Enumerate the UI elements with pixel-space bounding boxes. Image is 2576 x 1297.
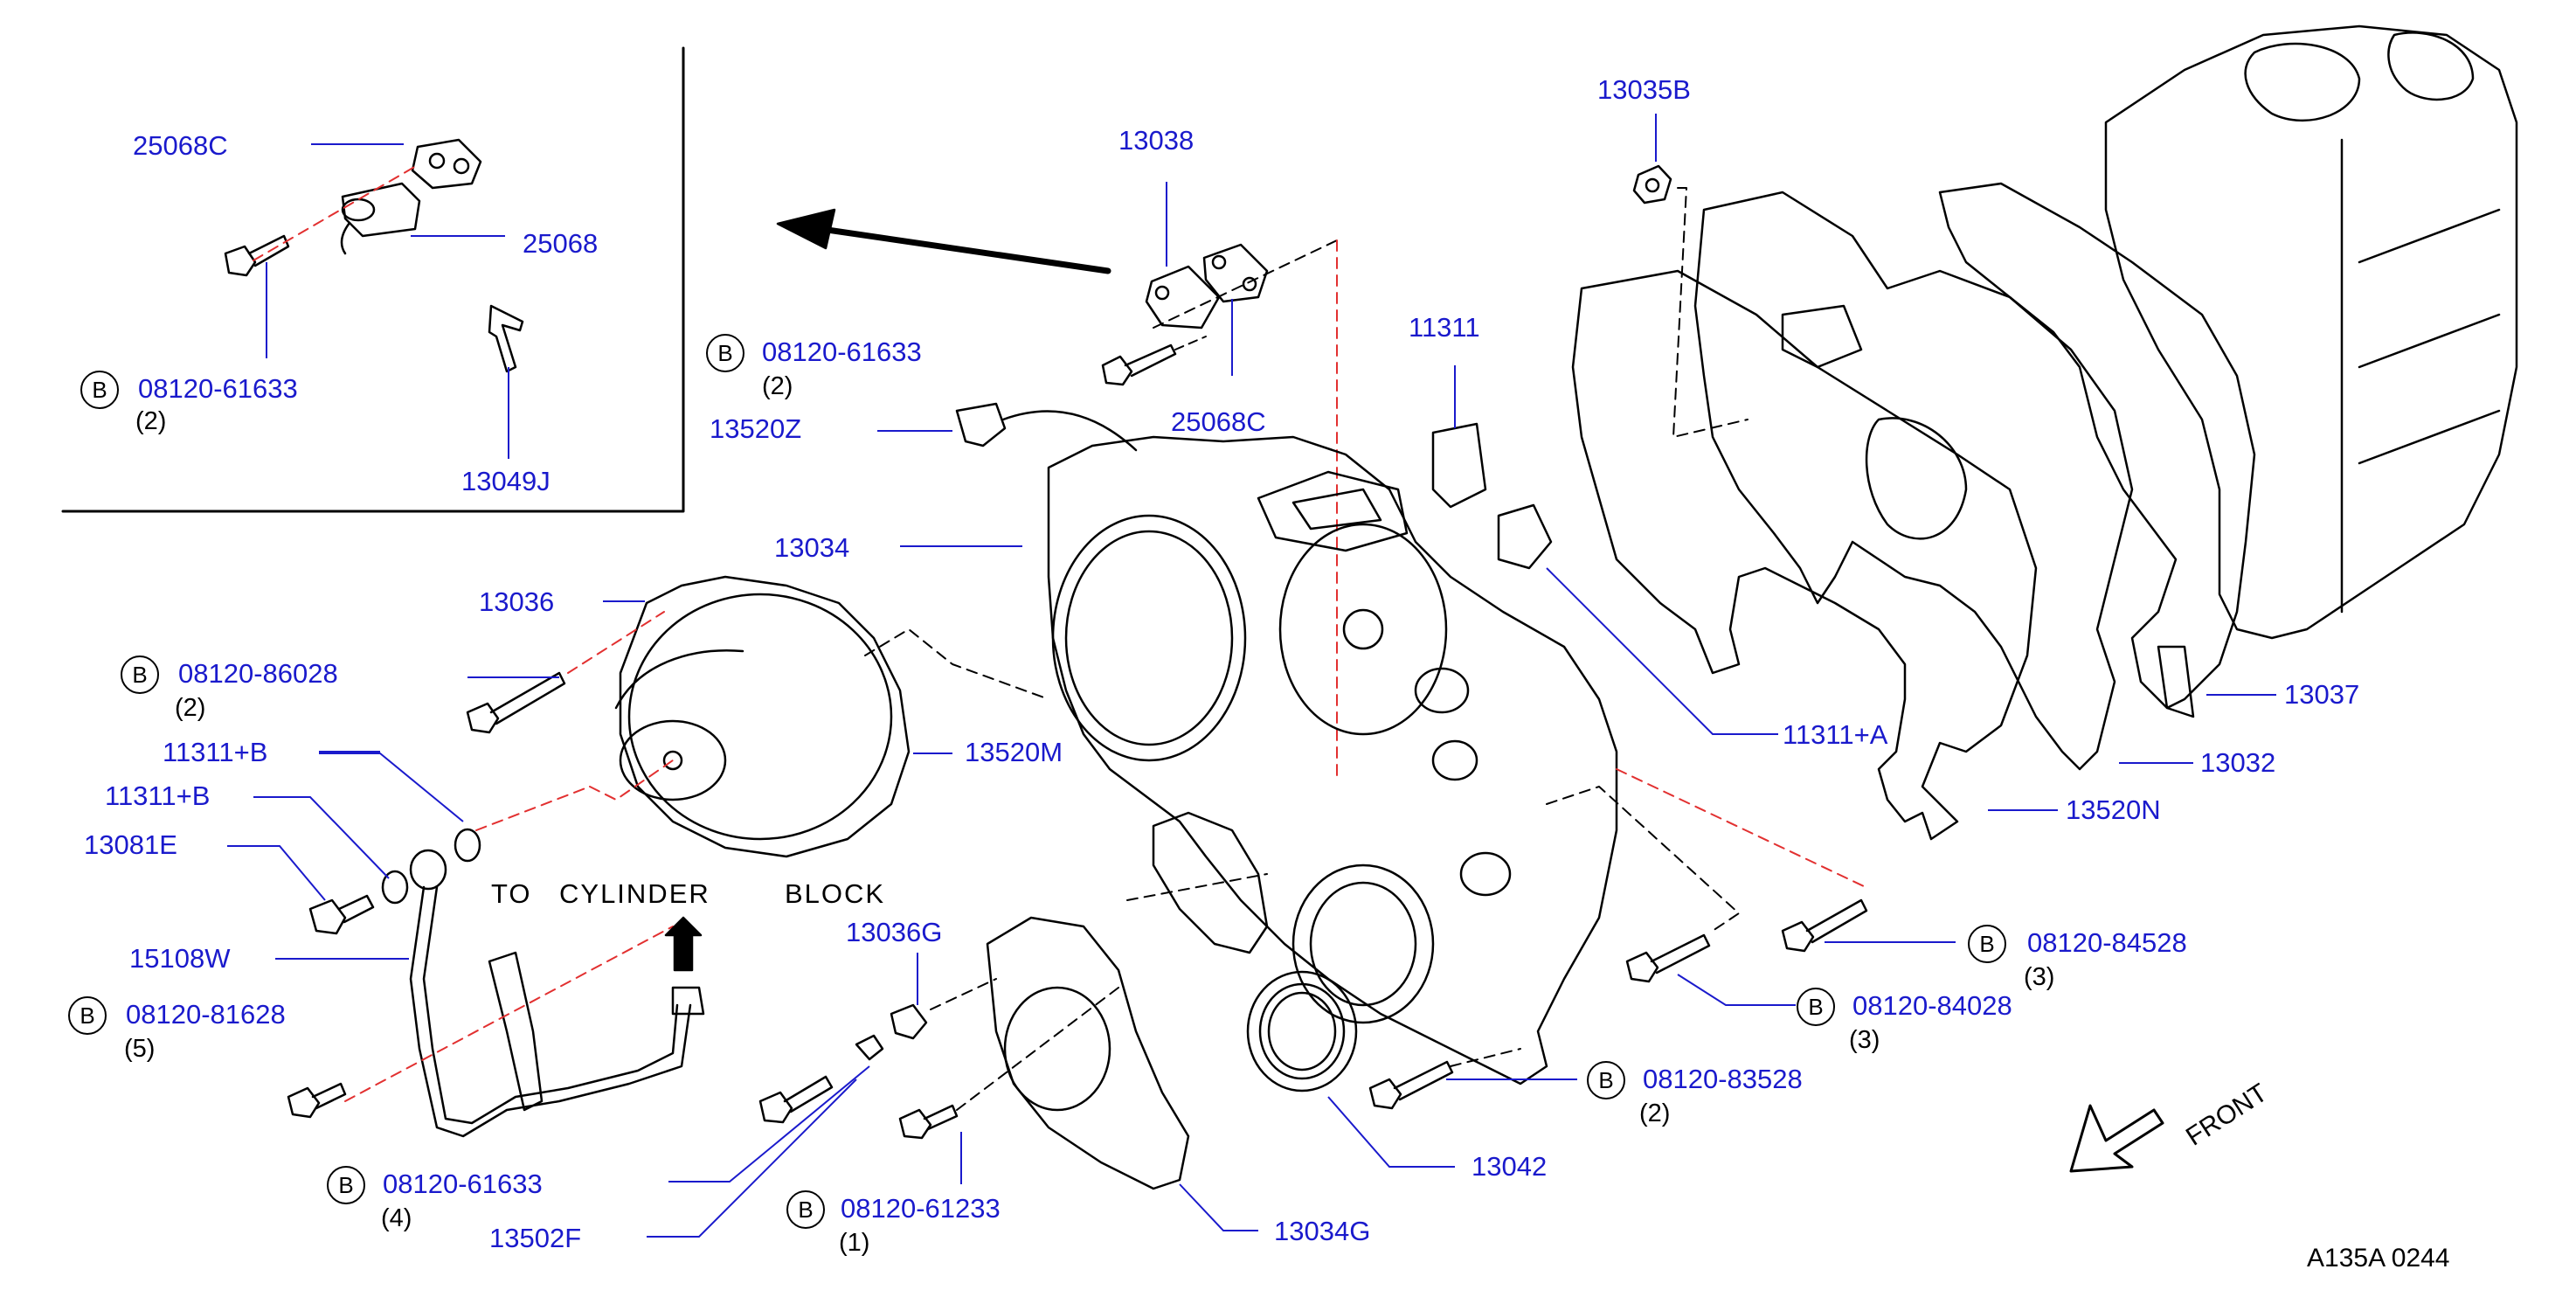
up-arrow-icon [664,916,703,972]
part-label-25068c-inset: 25068C [133,130,228,161]
qty-label: (5) [124,1035,156,1063]
bolt-marker: B [68,996,107,1035]
part-label-11311b-2: 11311+B [105,780,211,811]
qty-label: (1) [839,1229,870,1257]
bolt-marker: B [1797,988,1835,1026]
part-label-13036: 13036 [479,586,555,617]
part-label-11311b: 11311+B [163,737,268,767]
oil-pipe-15108w [409,849,705,1138]
bolt-icon [308,894,375,935]
part-label-08120-83528: 08120-83528 [1643,1064,1803,1094]
part-label-25068: 25068 [523,228,599,259]
leader-lines [227,114,2276,1238]
inset-sensor-25068 [340,182,421,255]
part-label-25068c: 25068C [1171,406,1266,437]
part-label-08120-84528: 08120-84528 [2027,927,2187,958]
qty-label: (2) [135,407,167,435]
water-pump-13520m [614,575,911,858]
gasket-13520n [1571,269,2038,841]
part-label-08120-61633-bottom: 08120-61633 [383,1169,543,1199]
engine-block [2104,24,2518,640]
gasket-11311a [1497,503,1553,570]
washer-11311b [454,828,481,863]
bolt-marker: B [1587,1061,1625,1099]
part-label-13502f: 13502F [489,1223,582,1253]
arrow-icon [776,208,1111,274]
gasket-13037 [1938,182,2256,710]
qty-label: (3) [2024,963,2055,991]
qty-label: (2) [762,372,793,400]
part-label-13038: 13038 [1118,125,1195,156]
plate-13032 [1693,191,2134,771]
front-arrow-icon [2069,1104,2164,1173]
bolt-icon [287,1082,347,1119]
part-label-08120-61633-top: 08120-61633 [762,336,922,367]
fitting-13036g [855,1003,928,1061]
part-label-13032: 13032 [2200,747,2276,778]
part-label-08120-61633-inset: 08120-61633 [138,373,298,404]
part-label-08120-84028: 08120-84028 [1852,990,2012,1021]
part-label-13034g: 13034G [1274,1216,1371,1246]
timing-cover-opening [1051,514,1247,762]
block-label: BLOCK [785,878,886,909]
qty-label: (3) [1849,1026,1880,1054]
qty-label: (2) [1639,1099,1671,1127]
part-label-11311a: 11311+A [1783,719,1888,750]
bolt-marker: B [327,1166,365,1204]
bolt-icon [1625,933,1711,983]
qty-label: (4) [381,1204,412,1232]
bolt-marker: B [786,1190,825,1229]
part-label-13520n: 13520N [2066,794,2161,825]
bolt-marker: B [706,334,744,372]
inset-bolt-icon [224,234,290,277]
bolt-icon [1368,1060,1454,1110]
timing-cover-13034 [1047,435,1618,1085]
lower-cover-13034g [986,916,1190,1190]
sensor-13520z [955,402,1138,452]
bolt-marker: B [1968,925,2006,963]
to-label: TO [491,878,532,909]
part-label-13081e: 13081E [84,829,177,860]
part-label-13034: 13034 [774,532,850,563]
cover-plate-13038 [1145,243,1269,329]
part-label-13042: 13042 [1472,1151,1548,1182]
gasket-11311 [1431,422,1487,509]
part-label-08120-86028: 08120-86028 [178,658,338,689]
bolt-marker: B [121,655,159,694]
part-label-13520z: 13520Z [710,413,802,444]
oil-seal-13042 [1246,970,1358,1092]
crank-bore [1291,864,1435,1024]
part-label-13037: 13037 [2284,679,2360,710]
cylinder-label: CYLINDER [559,878,710,909]
bolt-marker: B [80,371,119,409]
part-label-08120-61233: 08120-61233 [841,1193,1001,1224]
washer-11311b-2 [381,870,409,905]
bolt-icon [1781,898,1868,953]
bolt-icon [1101,343,1177,386]
inset-frame [61,46,685,513]
inset-gasket-25068c [411,138,482,190]
bolt-icon [758,1075,834,1124]
diagram-code: A135A 0244 [2307,1244,2450,1273]
qty-label: (2) [175,694,206,722]
part-label-13035b: 13035B [1597,74,1691,105]
bolt-icon [466,671,566,734]
nut-13035b [1632,164,1672,205]
inset-clip-13049j [488,304,524,373]
part-label-15108w: 15108W [129,943,231,974]
part-label-13520m: 13520M [965,737,1063,767]
bolt-icon [898,1104,959,1140]
part-label-08120-81628: 08120-81628 [126,999,286,1030]
part-label-11311: 11311 [1409,312,1480,343]
part-label-13049j: 13049J [461,466,551,496]
part-label-13036g: 13036G [846,917,943,947]
